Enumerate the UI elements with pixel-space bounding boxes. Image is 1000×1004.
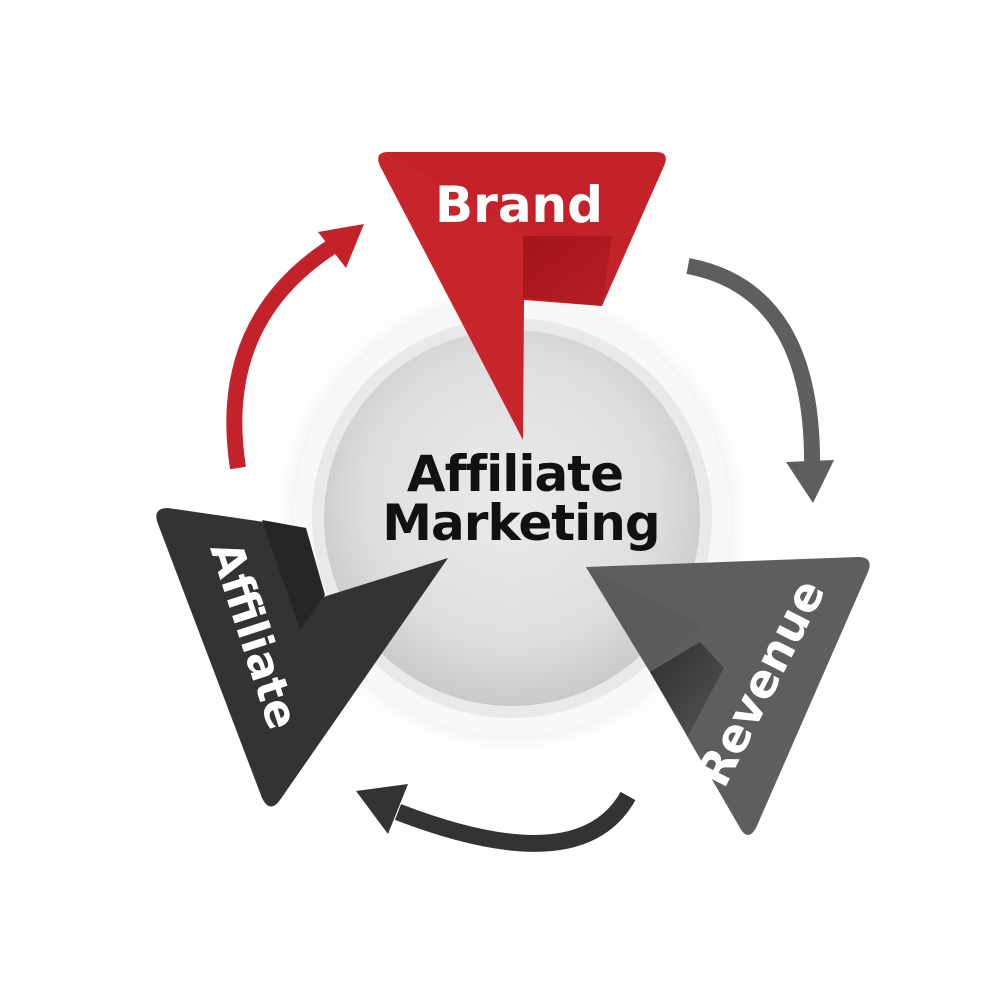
dark-arrow-head-icon	[356, 784, 408, 834]
dark-arrow-shaft	[394, 791, 636, 852]
center-title-line2: Marketing	[382, 494, 659, 552]
brand-left-face	[378, 152, 523, 440]
brand-fold	[523, 236, 612, 306]
red-arrow-shaft	[226, 237, 341, 470]
disc-face	[324, 330, 700, 706]
revenue-fold	[650, 642, 724, 736]
center-title: Affiliate Marketing	[382, 445, 660, 552]
brand-label: Brand	[435, 176, 603, 234]
arrow-revenue-to-affiliate	[356, 784, 636, 852]
gray-arrow-shaft	[686, 258, 821, 471]
arrow-brand-to-revenue	[686, 258, 834, 503]
arrow-affiliate-to-brand	[226, 224, 364, 470]
red-arrow-head-icon	[318, 224, 364, 268]
affiliate-fold	[262, 520, 325, 630]
center-title-line1: Affiliate	[407, 445, 623, 503]
gray-arrow-head-icon	[786, 460, 834, 503]
revenue-top-face	[586, 567, 700, 672]
node-brand: Brand	[378, 152, 666, 440]
affiliate-triangle	[156, 508, 448, 807]
